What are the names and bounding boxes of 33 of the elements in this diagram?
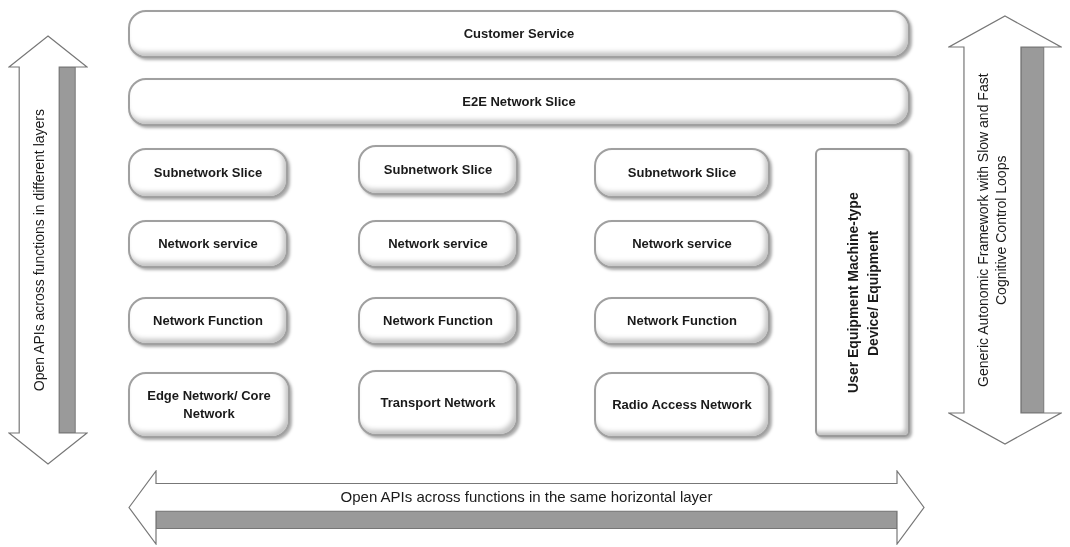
layer-box (128, 10, 910, 58)
layer-box (594, 372, 770, 438)
layer-box (358, 370, 518, 436)
box-label: Subnetwork Slice (153, 164, 263, 182)
box-label: Network service (388, 235, 488, 253)
layer-box (594, 297, 770, 345)
layer-box (358, 297, 518, 345)
box-label: Subnetwork Slice (383, 161, 493, 179)
box-label: Network Function (627, 312, 737, 330)
box-label: Edge Network/ Core Network (146, 387, 272, 423)
layer-box (358, 145, 518, 195)
box-label: Transport Network (380, 394, 496, 412)
box-label: Network service (632, 235, 732, 253)
arrow-label: Open APIs across functions in the same horizontal layer (340, 487, 713, 508)
layer-box (594, 148, 770, 198)
box-label: Network Function (153, 312, 263, 330)
layer-box (128, 148, 288, 198)
box-label: Network service (158, 235, 258, 253)
layer-box (594, 220, 770, 268)
box-label: E2E Network Slice (462, 93, 576, 111)
layer-box (128, 220, 288, 268)
box-label: Radio Access Network (612, 396, 752, 414)
box-label: User Equipment Machine-type Device/ Equipment (843, 191, 882, 395)
arrow-label: Generic Autonomic Framework with Slow and Fast Cognitive Control Loops (974, 72, 1011, 389)
layer-box (128, 297, 288, 345)
layer-box (128, 372, 290, 438)
box-label: Subnetwork Slice (627, 164, 737, 182)
device-box (815, 148, 910, 437)
box-label: Network Function (383, 312, 493, 330)
layer-box (128, 78, 910, 126)
box-label: Customer Service (463, 25, 575, 43)
arrow-label: Open APIs across functions in different layers (30, 108, 49, 392)
layer-box (358, 220, 518, 268)
